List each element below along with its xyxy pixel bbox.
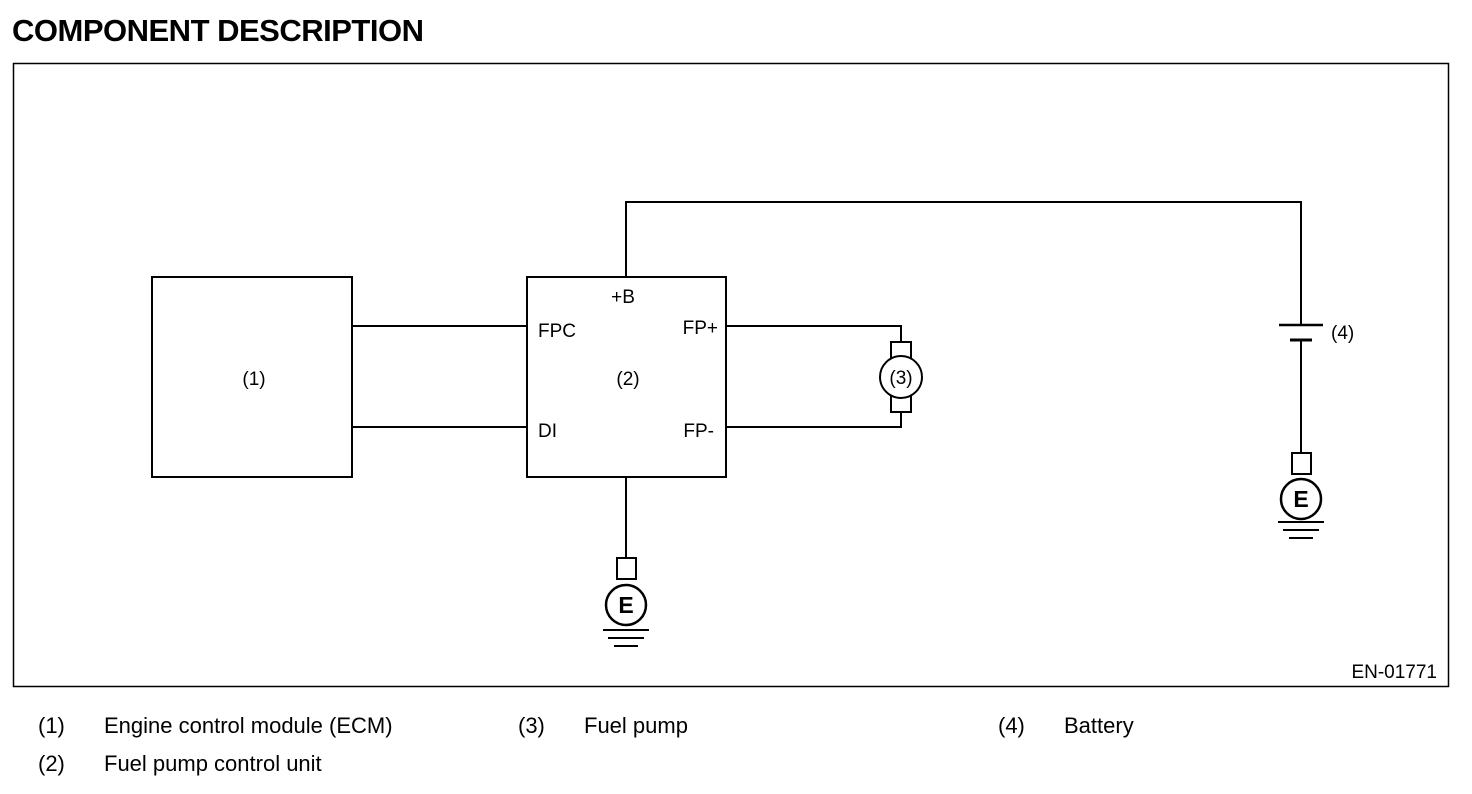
control-unit-label: (2) [616, 369, 639, 390]
battery-label: (4) [1331, 323, 1354, 344]
figure-code: EN-01771 [1351, 662, 1437, 683]
ground-letter: E [618, 592, 633, 618]
pin-fp-plus-label: FP+ [683, 318, 718, 339]
pin-di-label: DI [538, 421, 557, 442]
pin-fpc-label: FPC [538, 321, 576, 342]
pin-fp-minus-label: FP- [683, 421, 714, 442]
ecm-label: (1) [242, 369, 265, 390]
page-title: COMPONENT DESCRIPTION [12, 13, 424, 48]
wire-fp-plus [726, 325, 902, 342]
ecm-box [151, 276, 353, 478]
pin-plus-b-label: +B [611, 287, 635, 308]
diagram-frame [12, 62, 1450, 688]
wire-plus-b [625, 201, 1302, 325]
wire-fp-minus [726, 412, 902, 428]
ground-icon: E [603, 557, 649, 647]
ground-icon: E [1278, 452, 1324, 539]
fuel-pump-label: (3) [889, 368, 912, 389]
ground-letter: E [1293, 486, 1308, 512]
fuel-pump-motor-icon [879, 355, 923, 399]
